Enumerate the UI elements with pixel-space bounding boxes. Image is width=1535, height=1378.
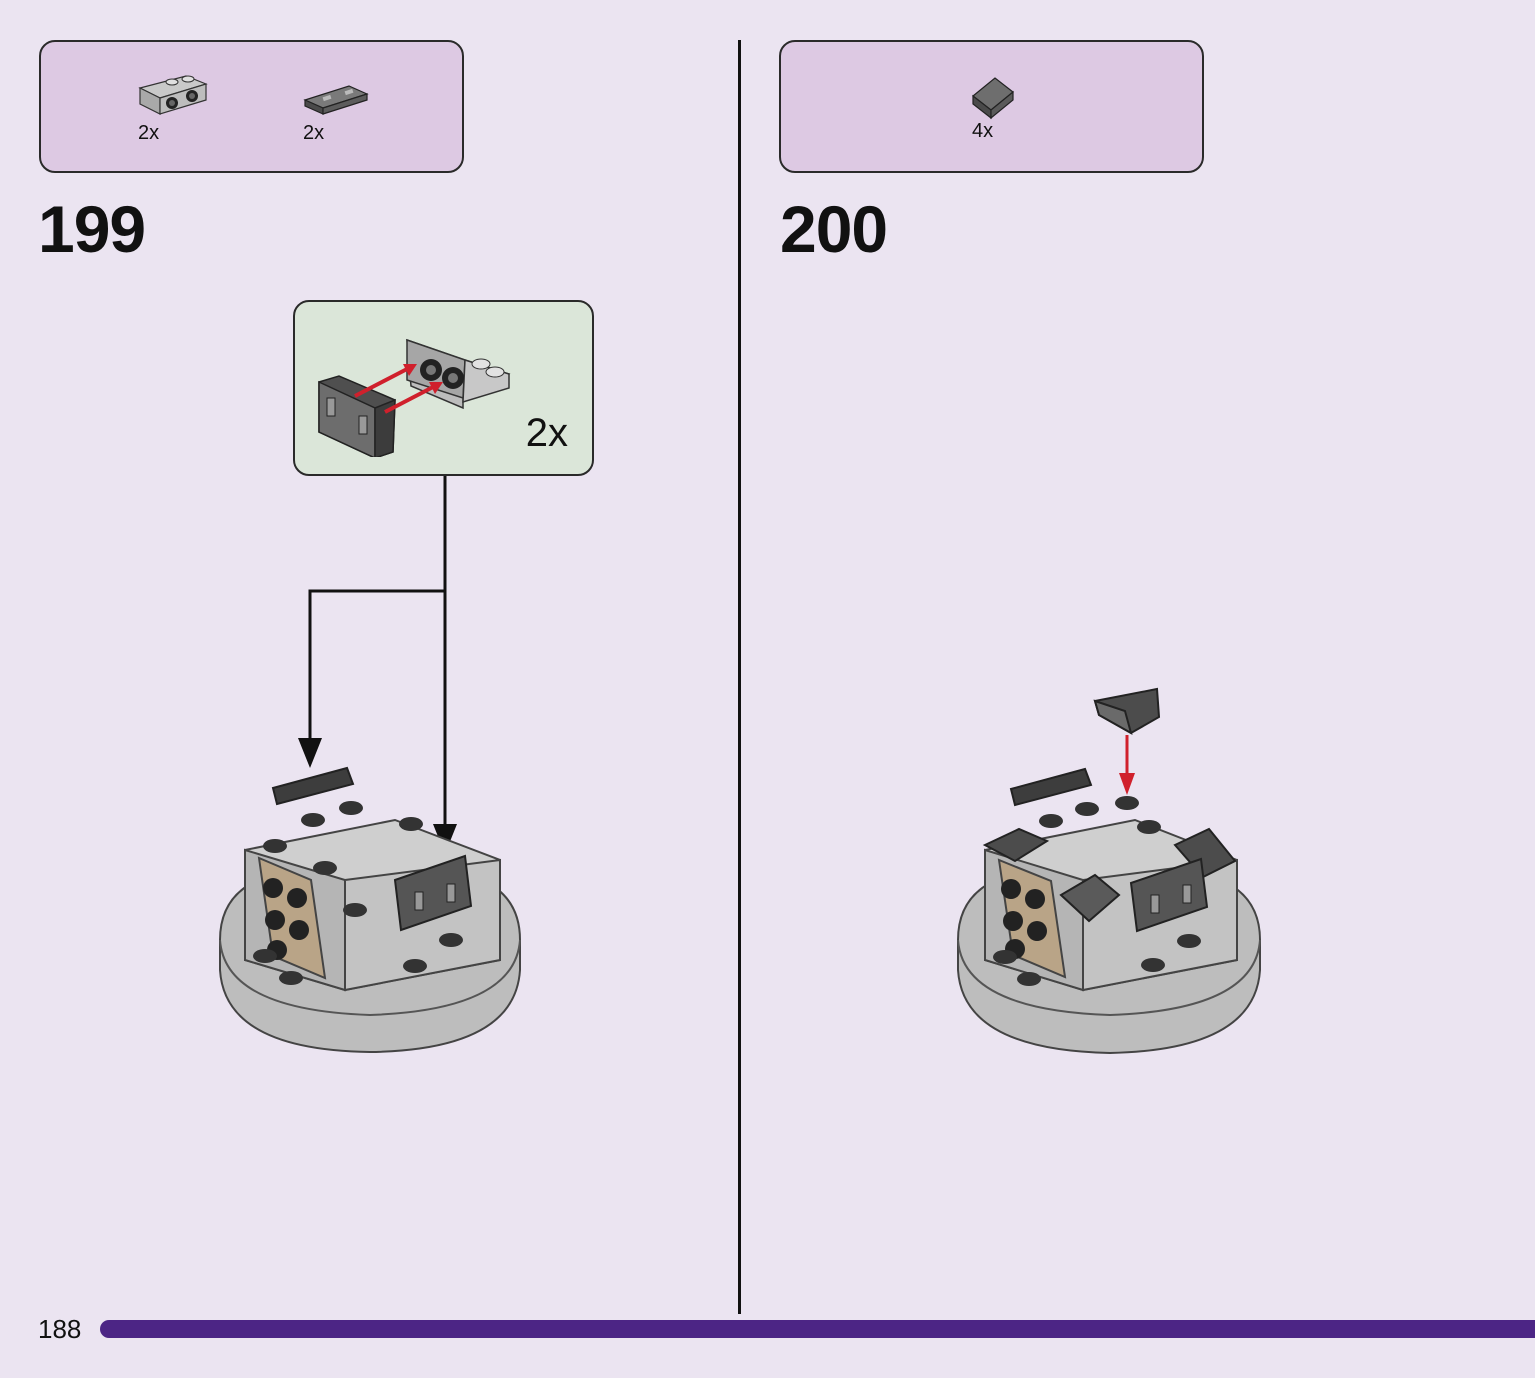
step-divider bbox=[738, 40, 741, 1314]
page-number: 188 bbox=[38, 1314, 82, 1344]
sub-assembly-illustration bbox=[318, 338, 511, 457]
step-number: 200 bbox=[780, 192, 888, 266]
sub-assembly-count: 2x bbox=[525, 411, 568, 455]
step-200-model bbox=[957, 687, 1261, 1055]
step-number: 199 bbox=[38, 192, 146, 266]
part-count: 2x bbox=[138, 122, 160, 144]
tile-plate-icon bbox=[303, 85, 369, 115]
progress-bar bbox=[100, 1320, 1535, 1338]
step-199-model bbox=[219, 766, 521, 1054]
bracket-plate-icon bbox=[138, 75, 208, 115]
parts-list-step-200: 4x bbox=[779, 40, 1204, 173]
part-count: 4x bbox=[972, 120, 994, 142]
sub-assembly-callout: 2x bbox=[293, 300, 594, 476]
part-count: 2x bbox=[303, 122, 325, 144]
slope-brick-icon bbox=[972, 77, 1014, 120]
parts-list-step-199: 2x 2x bbox=[39, 40, 464, 173]
